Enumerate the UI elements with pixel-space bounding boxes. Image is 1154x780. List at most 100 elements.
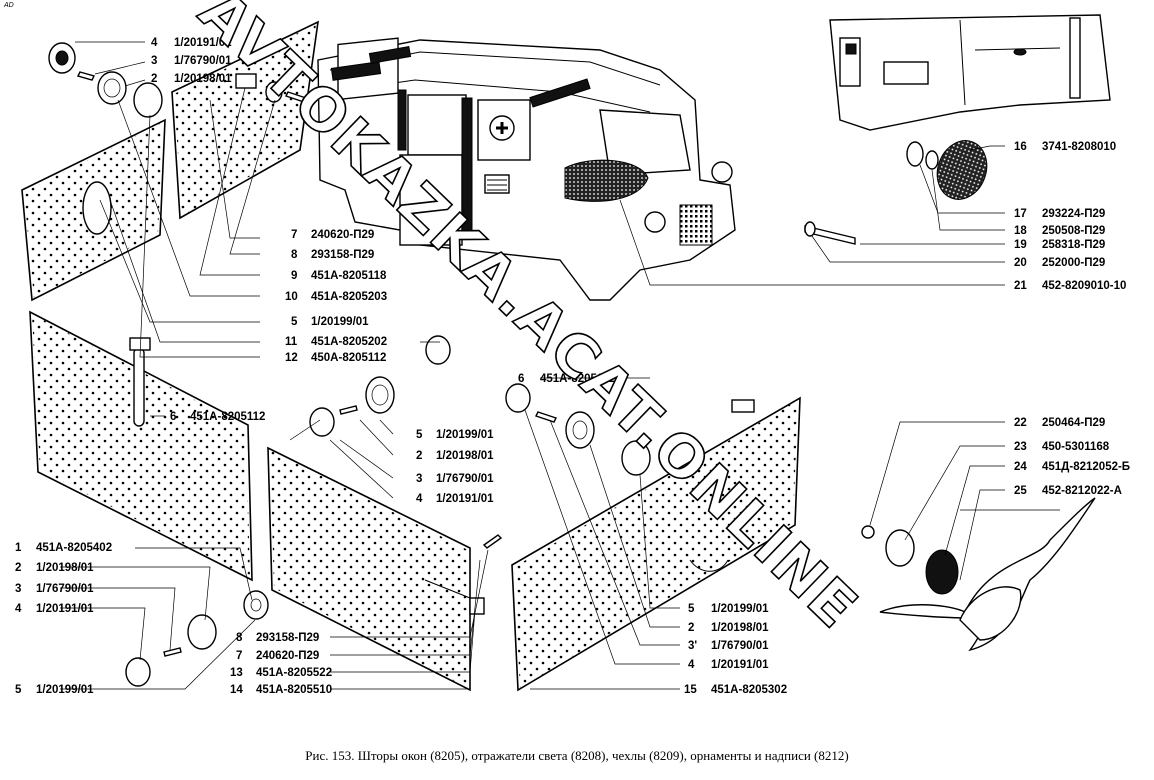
- curtain-strap-slot: [133, 347, 145, 427]
- callout-code: 1/20198/01: [36, 562, 94, 574]
- callout-code: 1/20191/01: [711, 659, 769, 671]
- callout-code: 451А-8205402: [36, 542, 112, 554]
- emblem-assembly: [861, 497, 1096, 652]
- curtain-rail-vertical: [397, 89, 407, 151]
- callout-code: 1/20198/01: [711, 622, 769, 634]
- cap-5: [621, 440, 651, 476]
- button-4: [125, 657, 151, 687]
- curtain-rail: [330, 61, 382, 81]
- headlight: [644, 211, 666, 233]
- callout-num: 21: [1014, 280, 1027, 292]
- callout-num: 19: [1014, 239, 1027, 251]
- callout-code: 1/20191/01: [436, 493, 494, 505]
- callout-code: 1/76790/01: [174, 55, 232, 67]
- washer-23: [885, 529, 915, 567]
- callout-labels: 4 1/20191/01 3 1/76790/01 2 1/20198/01 7…: [15, 37, 1130, 696]
- panel-slot: [689, 559, 729, 572]
- callout-code: 452-8212022-А: [1042, 485, 1122, 497]
- screw-3: [163, 647, 182, 657]
- callout-num: 17: [1014, 208, 1027, 220]
- curtain-rail-vertical: [461, 97, 473, 237]
- rear-door-inset: [829, 14, 1111, 131]
- corner-mark: AD: [4, 2, 14, 9]
- cover-452-8209010: [564, 159, 649, 202]
- screw-3: [76, 71, 96, 81]
- screw-7: [482, 534, 503, 549]
- callout-code: 240620-П29: [256, 650, 319, 662]
- callout-num: 4: [151, 37, 158, 49]
- curtain-rail: [368, 46, 412, 64]
- callout-num: 4: [416, 493, 423, 505]
- callout-num: 4: [688, 659, 695, 671]
- panel-slot: [424, 579, 471, 599]
- callout-num: 16: [1014, 141, 1027, 153]
- callout-num: 24: [1014, 461, 1027, 473]
- screw-3: [535, 411, 557, 423]
- callout-num: 6: [170, 411, 176, 423]
- callout-code: 451А-8205203: [311, 291, 387, 303]
- callout-code: 3741-8208010: [1042, 141, 1116, 153]
- cap-5: [133, 82, 163, 118]
- callout-num: 14: [230, 684, 243, 696]
- callout-code: 1/20199/01: [36, 684, 94, 696]
- callout-num: 7: [236, 650, 242, 662]
- callout-num: 4: [15, 603, 22, 615]
- socket-2: [97, 71, 127, 105]
- callout-num: 5: [416, 429, 423, 441]
- socket-2: [365, 376, 395, 414]
- callout-num: 5: [15, 684, 22, 696]
- button-6: [505, 383, 531, 413]
- callout-code: 293158-П29: [311, 249, 374, 261]
- washer-18: [925, 150, 939, 170]
- front-grille: [679, 204, 713, 246]
- windshield: [599, 109, 691, 176]
- callout-num: 20: [1014, 257, 1027, 269]
- perforation-pattern: [32, 314, 250, 578]
- callout-num: 6: [518, 373, 524, 385]
- callout-num: 1: [15, 542, 22, 554]
- washer-8: [265, 81, 283, 103]
- screw-7: [285, 91, 307, 103]
- callout-num: 7: [291, 229, 297, 241]
- callout-code: 1/20198/01: [436, 450, 494, 462]
- callout-code: 250508-П29: [1042, 225, 1105, 237]
- nut-22: [861, 525, 875, 539]
- callout-code: 258318-П29: [1042, 239, 1105, 251]
- callout-code: 293158-П29: [256, 632, 319, 644]
- vehicle-body: [317, 37, 736, 301]
- callout-code: 451А-8205118: [311, 270, 387, 282]
- callout-num: 9: [291, 270, 297, 282]
- callout-num: 3: [416, 473, 422, 485]
- callout-num: 5: [291, 316, 298, 328]
- callout-code: 240620-П29: [311, 229, 374, 241]
- figure-caption: Рис. 153. Шторы окон (8205), отражатели …: [305, 748, 849, 763]
- callout-num: 11: [285, 336, 298, 348]
- callout-code: 1/20199/01: [711, 603, 769, 615]
- cap-5: [425, 335, 451, 365]
- callout-num: 8: [236, 632, 243, 644]
- callout-num: 18: [1014, 225, 1027, 237]
- nut-20: [804, 221, 816, 237]
- callout-num: 3': [688, 640, 697, 652]
- curtain-rail: [529, 78, 591, 108]
- callout-code: 1/76790/01: [436, 473, 494, 485]
- emblem-base-24: [925, 549, 959, 595]
- reflector-16: [936, 140, 988, 200]
- callout-num: 22: [1014, 417, 1027, 429]
- fasteners: [48, 42, 755, 687]
- button-4: [309, 407, 335, 437]
- headlight: [711, 161, 733, 183]
- clip-6: [731, 399, 755, 413]
- socket-2: [565, 411, 595, 449]
- callout-code: 451А-8205302: [711, 684, 787, 696]
- side-door: [399, 154, 463, 246]
- callout-code: 1/76790/01: [711, 640, 769, 652]
- callout-num: 3: [151, 55, 157, 67]
- callout-num: 15: [684, 684, 697, 696]
- callout-code: 293224-П29: [1042, 208, 1105, 220]
- clip-13: [469, 597, 485, 615]
- side-window: [407, 94, 467, 156]
- callout-num: 2: [151, 73, 157, 85]
- screw-3: [339, 405, 358, 415]
